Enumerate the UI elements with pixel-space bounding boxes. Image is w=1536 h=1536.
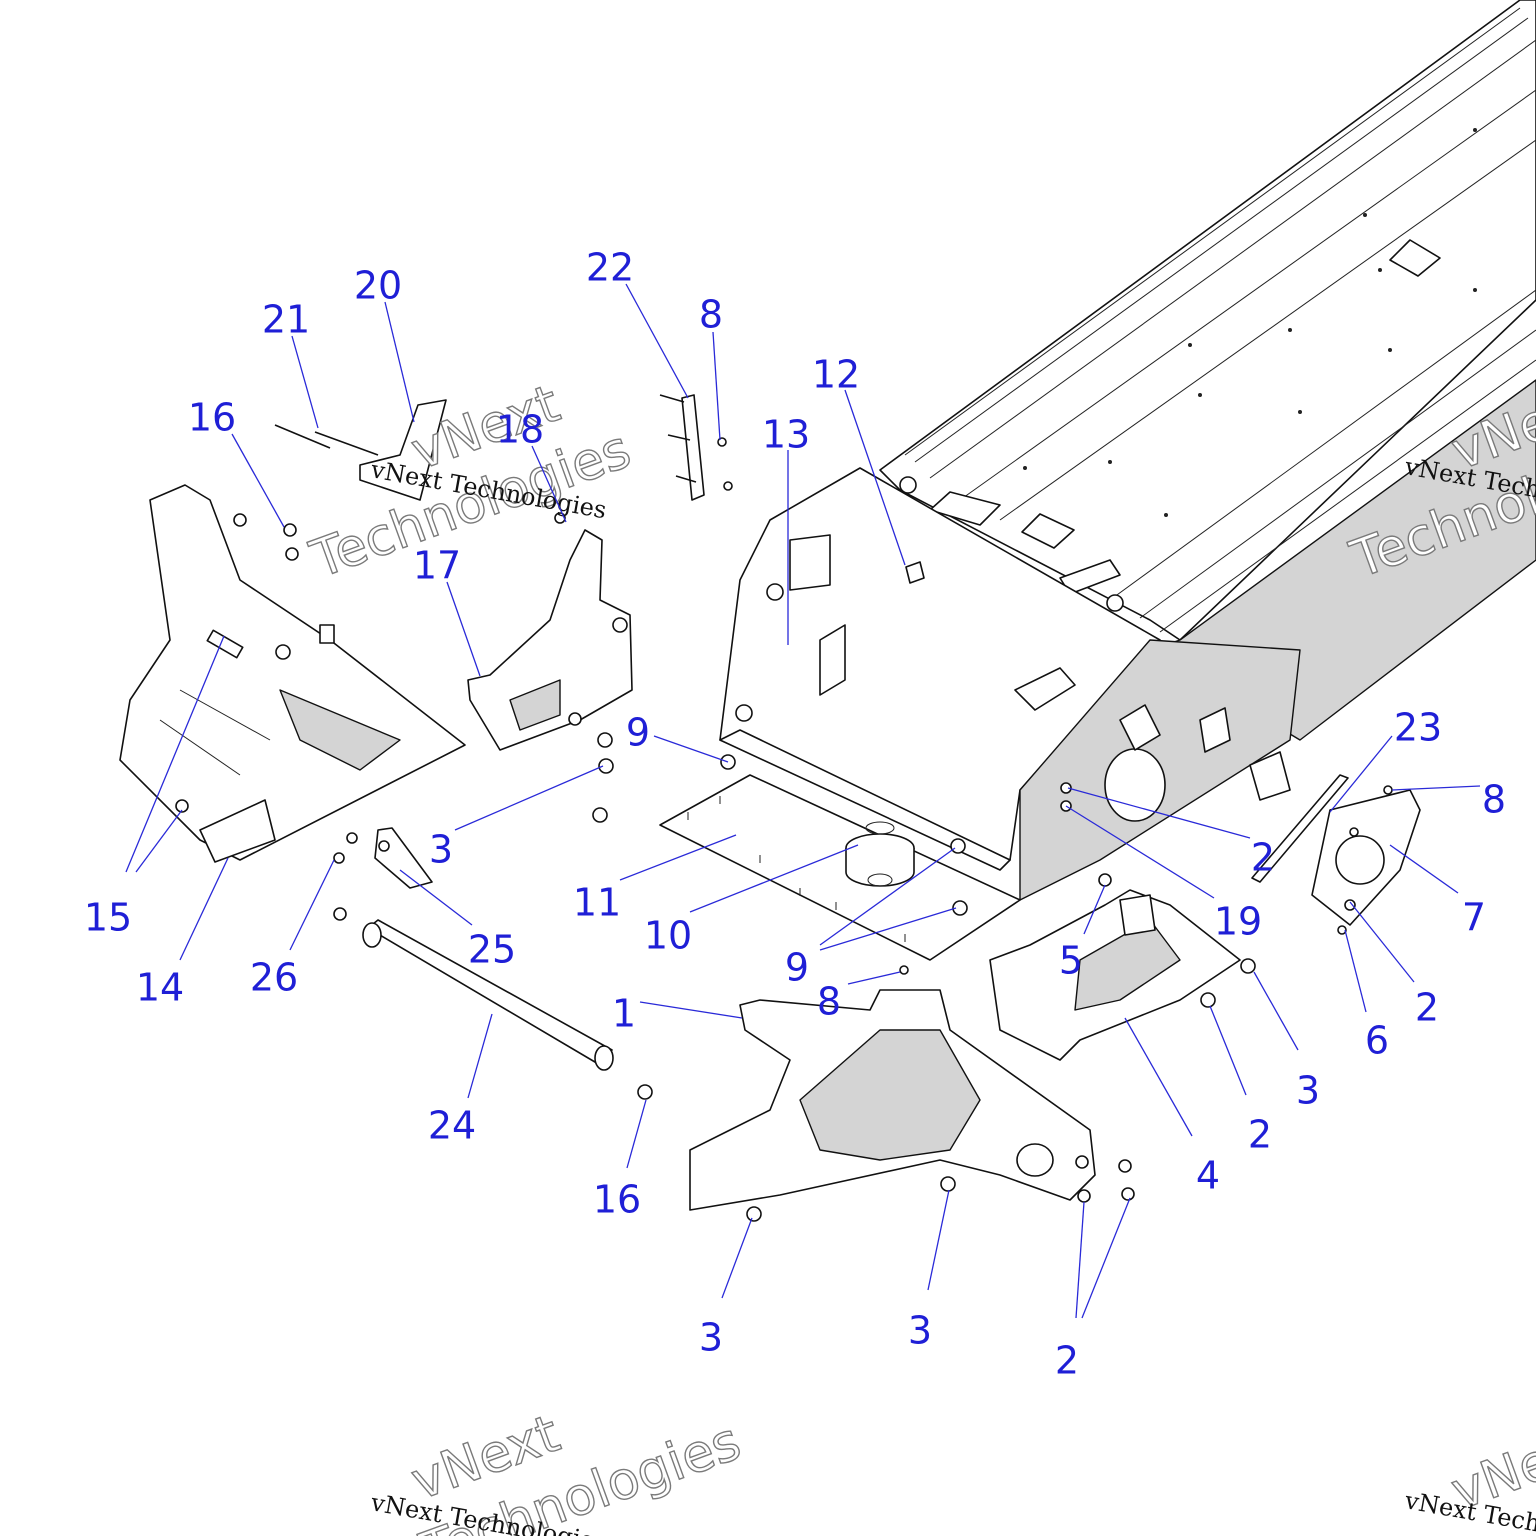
leader-line-c16a — [231, 433, 285, 528]
shaft-24 — [362, 919, 614, 1071]
bracket-20 — [274, 399, 447, 501]
leader-line-c2e — [1081, 1197, 1131, 1319]
callout-c24: 24 — [428, 1104, 476, 1148]
leader-line-c2c — [1209, 1005, 1247, 1096]
leader-line-c5 — [1083, 884, 1106, 935]
callout-c3c: 3 — [699, 1316, 723, 1360]
leader-line-c23 — [1329, 735, 1393, 813]
leader-line-c20 — [384, 301, 415, 423]
leader-line-c9c — [819, 907, 957, 951]
leader-line-c19 — [1065, 805, 1215, 899]
callout-c8a: 8 — [699, 293, 723, 337]
leader-line-c9b — [819, 847, 956, 946]
callout-c5: 5 — [1059, 939, 1083, 983]
leader-line-c12 — [844, 389, 906, 566]
callout-c17: 17 — [413, 544, 461, 588]
callout-c16a: 16 — [188, 396, 236, 440]
bracket-22 — [659, 394, 705, 501]
callout-c7: 7 — [1462, 896, 1486, 940]
leader-line-c2d — [1075, 1201, 1085, 1319]
leader-line-c3a — [454, 765, 604, 831]
callout-c8c: 8 — [817, 980, 841, 1024]
leader-line-c8a — [712, 331, 721, 441]
callout-c2a: 2 — [1251, 836, 1275, 880]
callout-c20: 20 — [354, 264, 402, 308]
leader-line-c15b — [135, 809, 183, 873]
callout-leaders — [125, 283, 1481, 1319]
callout-c23: 23 — [1394, 706, 1442, 750]
leader-line-c21 — [291, 335, 319, 429]
leader-line-c8b — [1391, 785, 1481, 791]
leader-line-c17 — [446, 581, 481, 677]
leader-line-c3b — [1253, 971, 1299, 1051]
leader-line-c3c — [721, 1217, 753, 1299]
callout-c3a: 3 — [429, 828, 453, 872]
leader-line-c26 — [289, 859, 335, 951]
front-frame-left — [119, 484, 466, 863]
callout-c2c: 2 — [1248, 1113, 1272, 1157]
leader-line-c1 — [639, 1001, 743, 1019]
callout-c3b: 3 — [1296, 1069, 1320, 1113]
leader-line-c7 — [1389, 844, 1459, 894]
bracket-17 — [467, 529, 633, 751]
callout-c11: 11 — [573, 881, 621, 925]
leader-line-c10 — [689, 844, 859, 913]
callout-c15: 15 — [84, 896, 132, 940]
leader-line-c14 — [179, 857, 229, 961]
leader-line-c25 — [399, 869, 473, 926]
leader-line-c4 — [1124, 1017, 1193, 1137]
callout-c9a: 9 — [626, 711, 650, 755]
callout-c6: 6 — [1365, 1019, 1389, 1063]
callout-c16b: 16 — [593, 1178, 641, 1222]
fasteners — [175, 437, 1393, 1222]
leader-line-c2b — [1349, 901, 1415, 983]
leader-line-c6 — [1344, 929, 1367, 1013]
callout-c2b: 2 — [1415, 986, 1439, 1030]
leader-line-c11 — [619, 834, 737, 881]
callout-c3d: 3 — [908, 1309, 932, 1353]
plate-7 — [1251, 774, 1421, 926]
callout-c13: 13 — [762, 413, 810, 457]
callout-c9b: 9 — [785, 946, 809, 990]
leader-line-c9a — [653, 735, 729, 763]
rear-bracket-4 — [989, 889, 1241, 1061]
callout-c8b: 8 — [1482, 778, 1506, 822]
callout-c12: 12 — [812, 353, 860, 397]
leader-line-c22 — [625, 283, 689, 399]
leader-line-c8c — [847, 971, 901, 985]
bulkhead-tank — [719, 467, 1301, 901]
callout-c19: 19 — [1214, 900, 1262, 944]
leader-line-c16b — [626, 1099, 647, 1169]
callout-c22: 22 — [586, 246, 634, 290]
callout-c4: 4 — [1196, 1154, 1220, 1198]
callout-c1: 1 — [612, 992, 636, 1036]
callout-c10: 10 — [644, 914, 692, 958]
callout-c21: 21 — [262, 298, 310, 342]
lower-frame-1 — [689, 989, 1096, 1211]
leader-line-c3d — [927, 1189, 950, 1291]
skid-plate — [659, 774, 1021, 961]
callout-c14: 14 — [136, 966, 184, 1010]
callout-c26: 26 — [250, 956, 298, 1000]
callout-c2d: 2 — [1055, 1339, 1079, 1383]
callout-c25: 25 — [468, 928, 516, 972]
bracket-25 — [374, 827, 433, 889]
callout-c18: 18 — [496, 408, 544, 452]
leader-line-c15 — [125, 635, 225, 873]
leader-line-c2a — [1067, 787, 1251, 839]
leader-line-c24 — [467, 1013, 493, 1099]
leader-line-c18 — [531, 445, 567, 523]
